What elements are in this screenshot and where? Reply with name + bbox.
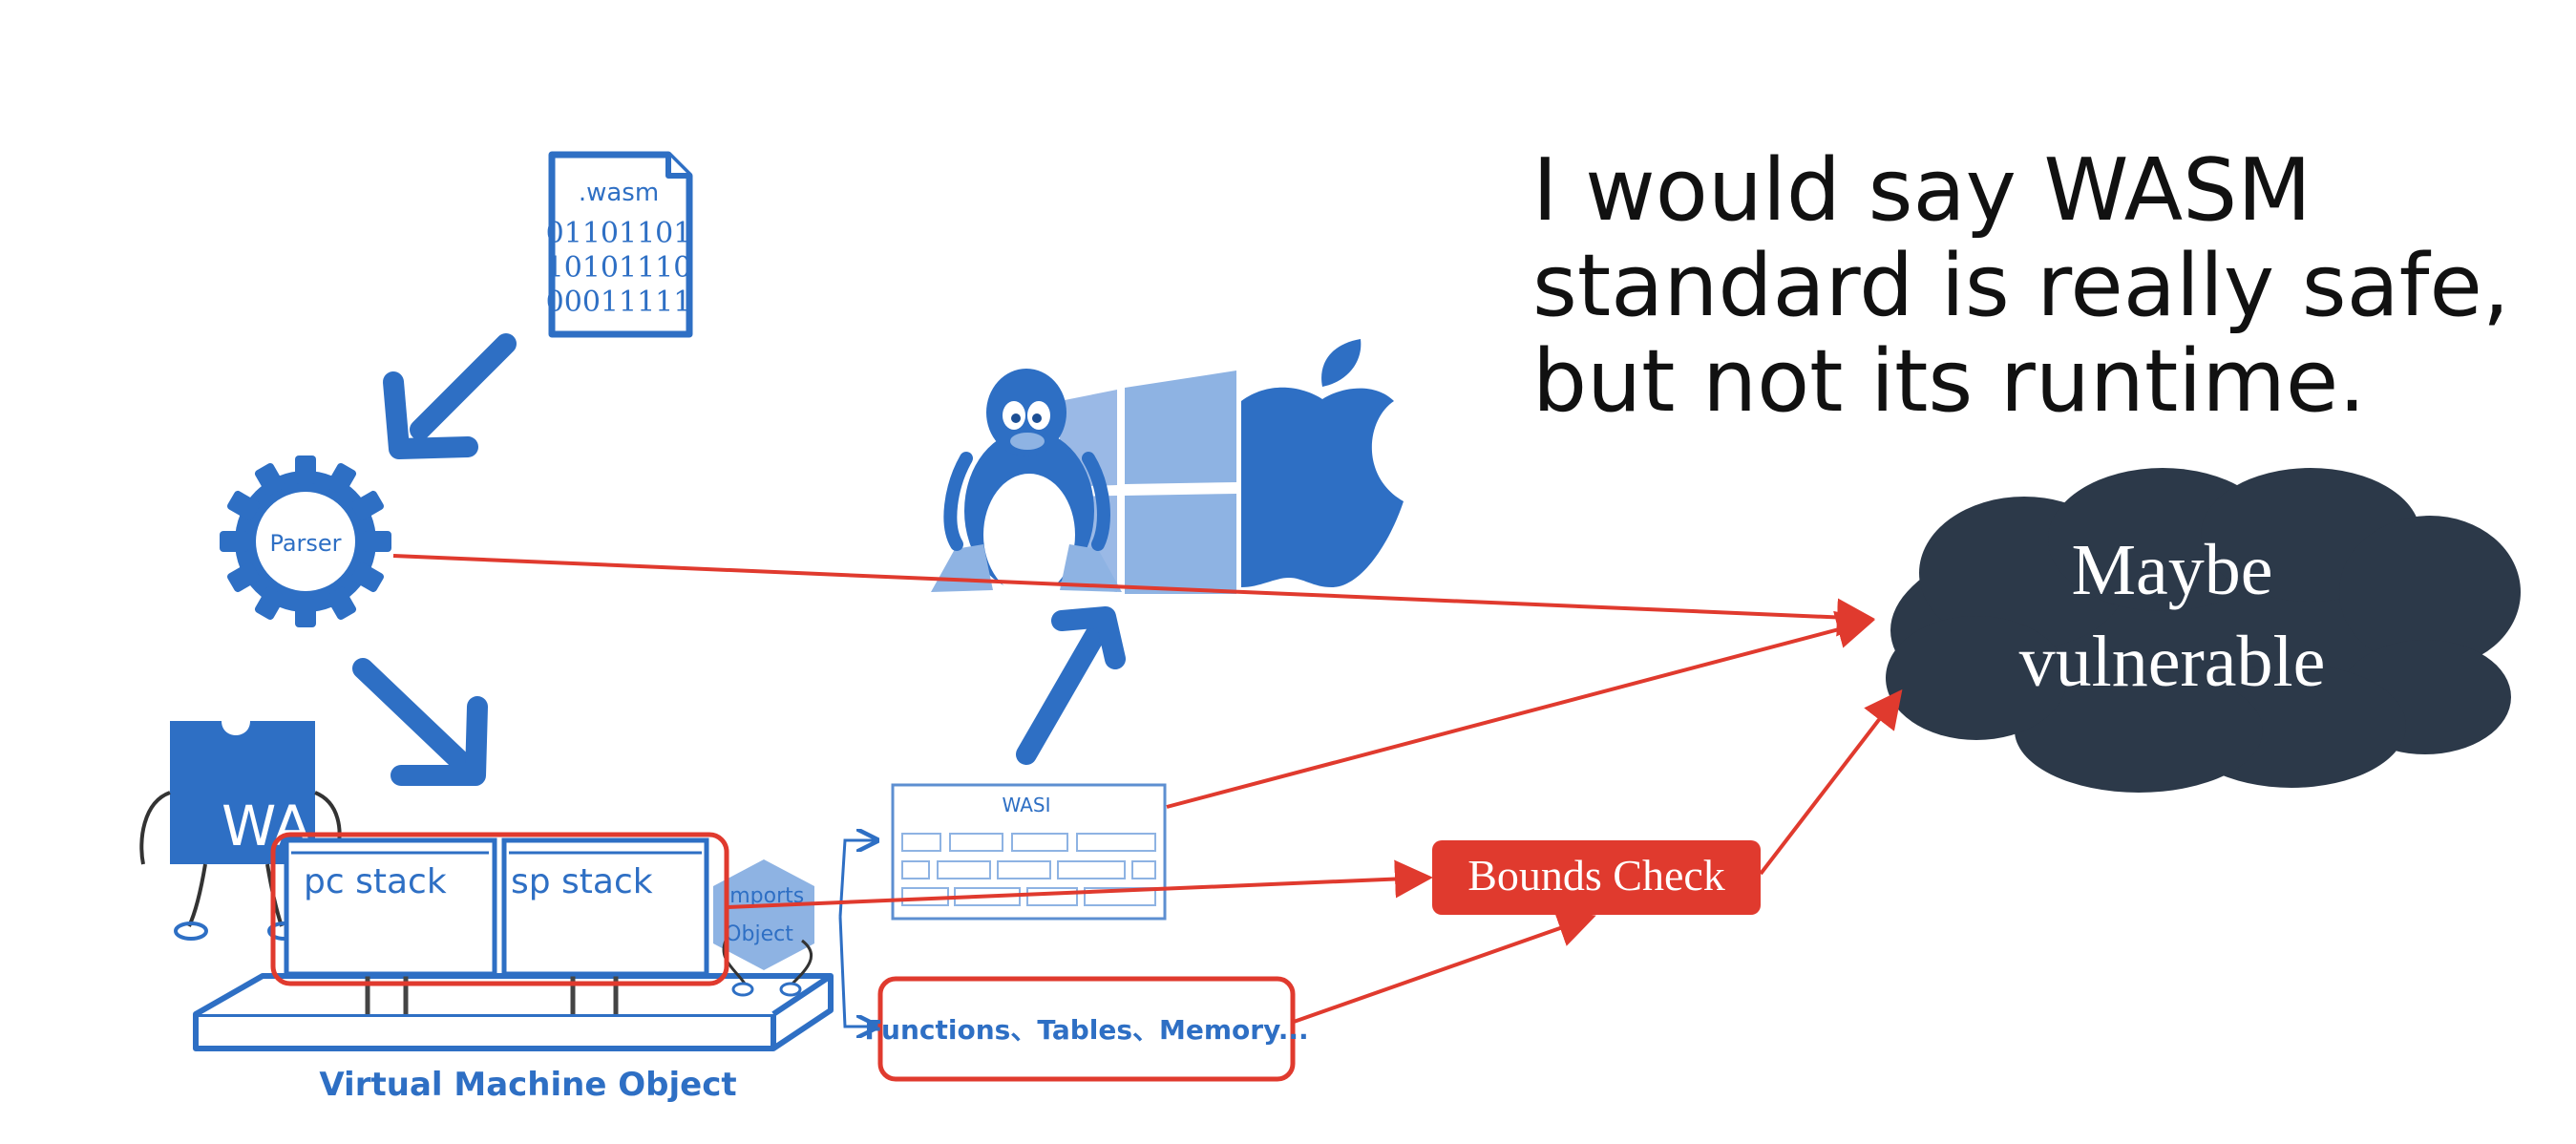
gear-tooth <box>295 599 316 627</box>
arrow-parser-to-cloud <box>392 554 1875 637</box>
gear-tooth <box>363 531 391 552</box>
arrow-wasi-to-cloud <box>1166 610 1875 809</box>
wasm-bits-line-2: 10101110 <box>546 251 692 285</box>
stacks-highlight-box <box>270 832 729 986</box>
gear-tooth <box>326 586 357 620</box>
arrow-functions-to-bounds-check <box>1293 910 1596 1024</box>
wasm-bits-line-3: 00011111 <box>546 286 692 319</box>
headline-line-2: standard is really safe, <box>1532 236 2510 336</box>
cloud-label-line-1: Maybe <box>2071 530 2272 610</box>
gear-tooth <box>254 463 285 497</box>
bounds-check-badge: Bounds Check <box>1432 840 1761 915</box>
arrow-wasm-to-parser <box>383 333 517 459</box>
wasm-file-label: .wasm <box>579 179 659 207</box>
sp-stack-label: sp stack <box>511 862 653 901</box>
vm-to-wasi-connector <box>838 840 876 1027</box>
wasm-bits-line-1: 01101101 <box>546 217 692 250</box>
os-platforms-icon <box>931 339 1404 596</box>
gear-tooth <box>254 586 285 620</box>
headline: I would say WASM standard is really safe… <box>1532 143 2535 430</box>
gear-tooth <box>220 531 248 552</box>
arrow-parser-to-vm <box>352 658 488 786</box>
bounds-check-label: Bounds Check <box>1467 851 1725 900</box>
functions-tables-memory-box: Functions、Tables、Memory... <box>864 976 1309 1082</box>
gear-tooth <box>227 561 261 593</box>
gear-tooth <box>295 455 316 484</box>
pc-stack-label: pc stack <box>304 862 447 901</box>
gear-tooth <box>326 463 357 497</box>
imports-label-line-2: Object <box>725 922 793 946</box>
parser-gear-icon: Parser <box>220 455 391 627</box>
red-arrows <box>392 554 1903 1024</box>
gear-tooth <box>227 490 261 521</box>
gear-tooth <box>350 490 384 521</box>
headline-line-3: but not its runtime. <box>1532 331 2366 432</box>
arrow-bounds-check-to-cloud <box>1759 689 1903 876</box>
headline-line-1: I would say WASM <box>1532 140 2312 241</box>
sp-stack-box: sp stack <box>501 837 709 977</box>
parser-label: Parser <box>269 530 341 557</box>
vm-caption: Virtual Machine Object <box>319 1066 736 1104</box>
arrow-wasi-to-os <box>1016 606 1126 765</box>
wasi-title: WASI <box>1003 794 1051 816</box>
arrow-stacks-to-bounds-check <box>727 859 1433 909</box>
gear-tooth <box>350 561 384 593</box>
cloud-label-line-2: vulnerable <box>2019 622 2326 702</box>
apple-logo-icon <box>1241 339 1404 587</box>
wasi-panel: WASI <box>891 783 1167 921</box>
functions-tables-memory-label: Functions、Tables、Memory... <box>864 1014 1308 1046</box>
pc-stack-box: pc stack <box>284 837 497 977</box>
maybe-vulnerable-cloud: Maybe vulnerable <box>1886 468 2521 793</box>
wasm-file-icon: .wasm 01101101 10101110 00011111 <box>546 151 693 338</box>
linux-tux-icon <box>931 369 1122 596</box>
